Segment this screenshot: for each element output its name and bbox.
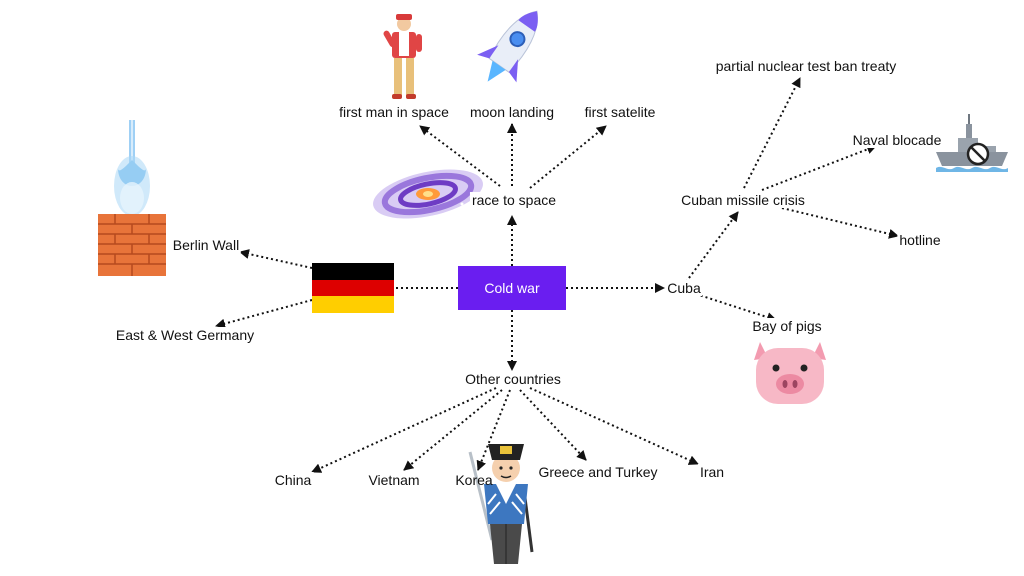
edge-flag-berlin (239, 249, 313, 269)
galaxy-icon (373, 169, 483, 219)
node-greece-turkey[interactable]: Greece and Turkey (536, 464, 660, 480)
rocket-icon (477, 10, 538, 83)
node-moon-landing[interactable]: moon landing (467, 104, 557, 120)
edge-missile-blockade (761, 144, 877, 191)
samurai-icon (468, 444, 534, 564)
central-topic-label: Cold war (484, 280, 540, 296)
node-berlin-wall[interactable]: Berlin Wall (170, 237, 242, 253)
man-figure-icon (383, 14, 422, 99)
edge-cuba-missile (685, 211, 739, 283)
node-first-satelite[interactable]: first satelite (582, 104, 658, 120)
node-test-ban-treaty[interactable]: partial nuclear test ban treaty (713, 58, 899, 74)
brick-wall-icon (98, 214, 166, 276)
edge-missile-treaty (743, 77, 801, 189)
connectors (215, 77, 899, 473)
node-first-man-in-space[interactable]: first man in space (337, 104, 451, 120)
node-korea[interactable]: Korea (455, 472, 493, 488)
pig-face-icon (754, 342, 826, 404)
edge-other-china (311, 387, 497, 473)
node-naval-blocade[interactable]: Naval blocade (850, 132, 944, 148)
german-flag-icon (312, 263, 394, 313)
edge-other-iran (529, 387, 699, 465)
node-vietnam[interactable]: Vietnam (366, 472, 422, 488)
edge-space-satellite (529, 125, 607, 189)
node-cuban-missile-crisis[interactable]: Cuban missile crisis (679, 192, 807, 208)
node-hotline[interactable]: hotline (897, 232, 943, 248)
node-iran[interactable]: Iran (697, 464, 727, 480)
node-east-west-germany[interactable]: East & West Germany (113, 327, 257, 343)
node-cuba[interactable]: Cuba (665, 280, 703, 296)
edge-other-korea (476, 389, 511, 471)
edge-space-first-man (419, 125, 501, 187)
node-race-to-space[interactable]: race to space (469, 192, 559, 208)
edge-other-greece (519, 389, 587, 461)
warship-icon (936, 114, 1008, 172)
edge-cuba-pigs (695, 293, 777, 322)
node-china[interactable]: China (272, 472, 314, 488)
central-topic[interactable]: Cold war (458, 266, 566, 310)
flag-stripe-red (312, 279, 394, 297)
edge-flag-eastwest (215, 299, 313, 329)
node-bay-of-pigs[interactable]: Bay of pigs (750, 318, 824, 334)
edge-missile-hotline (781, 207, 899, 239)
edge-other-vietnam (403, 389, 503, 471)
node-other-countries[interactable]: Other countries (463, 371, 563, 387)
flag-stripe-black (312, 263, 394, 280)
flag-stripe-gold (312, 296, 394, 313)
torch-icon (114, 120, 150, 216)
